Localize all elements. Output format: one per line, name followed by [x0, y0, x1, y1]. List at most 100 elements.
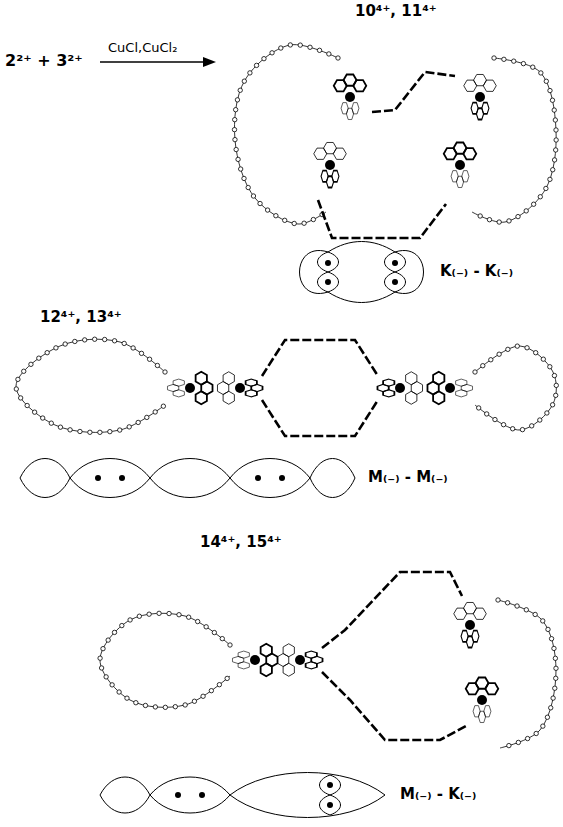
oxygen-atom — [125, 696, 129, 700]
topology-schematic — [20, 459, 355, 498]
oxygen-atom — [553, 118, 557, 122]
aromatic-ring — [352, 103, 359, 114]
aromatic-ring — [483, 80, 496, 91]
oxygen-atom — [134, 701, 138, 705]
oxygen-atom — [274, 213, 278, 217]
copper-atom — [325, 160, 335, 170]
oxygen-atom — [487, 217, 491, 221]
oxygen-atom — [533, 612, 537, 616]
oxygen-atom — [550, 98, 554, 102]
oxygen-atom — [92, 337, 96, 341]
aromatic-ring — [463, 148, 476, 159]
topology-loop — [150, 459, 230, 498]
oxygen-atom — [507, 743, 511, 747]
polyether-chain — [498, 600, 556, 748]
oxygen-atom — [538, 418, 542, 422]
oxygen-atom — [209, 688, 213, 692]
oxygen-atom — [45, 350, 49, 354]
aromatic-ring — [333, 148, 346, 159]
compound-number: 12⁴⁺, 13⁴⁺ — [40, 308, 122, 326]
compound-number: 14⁴⁺, 15⁴⁺ — [200, 533, 282, 551]
aromatic-ring — [456, 379, 467, 386]
oxygen-atom — [242, 79, 246, 83]
oxygen-atom — [131, 346, 135, 350]
oxygen-atom — [336, 56, 340, 60]
oxygen-atom — [41, 416, 45, 420]
aromatic-ring — [464, 80, 477, 91]
oxygen-atom — [502, 57, 506, 61]
aromatic-ring — [482, 103, 489, 114]
oxygen-atom — [521, 61, 525, 65]
phenanthroline-ligand — [427, 372, 444, 405]
oxygen-atom — [238, 88, 242, 92]
copper-atom — [475, 92, 485, 102]
topology-loop — [310, 459, 355, 498]
oxygen-atom — [49, 421, 53, 425]
topology-loop — [150, 777, 230, 813]
aromatic-ring — [383, 390, 394, 397]
copper-atom — [395, 383, 405, 393]
diyne-linker — [372, 72, 455, 112]
oxygen-atom — [14, 387, 18, 391]
oxygen-atom — [145, 415, 149, 419]
oxygen-atom — [531, 202, 535, 206]
oxygen-atom — [29, 362, 33, 366]
aromatic-ring — [466, 683, 479, 694]
topology-loop — [230, 773, 385, 818]
oxygen-atom — [497, 220, 501, 224]
oxygen-atom — [506, 347, 510, 351]
topology-metal — [327, 782, 333, 788]
oxygen-atom — [551, 168, 555, 172]
oxygen-atom — [117, 690, 121, 694]
aromatic-ring — [461, 631, 468, 642]
oxygen-atom — [25, 403, 29, 407]
oxygen-atom — [525, 346, 529, 350]
oxygen-atom — [110, 683, 114, 687]
aromatic-ring — [484, 706, 491, 717]
oxygen-atom — [553, 656, 557, 660]
oxygen-atom — [122, 341, 126, 345]
aromatic-ring — [406, 391, 417, 404]
oxygen-atom — [58, 425, 62, 429]
oxygen-atom — [63, 342, 67, 346]
phenanthroline-ligand — [232, 651, 249, 669]
copper-atom — [295, 655, 305, 665]
phenanthroline-ligand — [341, 103, 359, 120]
topology-label: K₍₋₎ - K₍₋₎ — [440, 262, 513, 280]
diyne-linker — [322, 572, 462, 648]
oxygen-atom — [157, 611, 161, 615]
reactants: 2²⁺ + 3²⁺ — [5, 51, 83, 70]
aromatic-ring — [246, 379, 257, 386]
oxygen-atom — [217, 682, 221, 686]
oxygen-atom — [204, 625, 208, 629]
compound-number: 10⁴⁺, 11⁴⁺ — [355, 2, 437, 20]
oxygen-atom — [553, 148, 557, 152]
aromatic-ring — [462, 171, 469, 182]
oxygen-atom — [258, 201, 262, 205]
aromatic-ring — [471, 103, 478, 114]
oxygen-atom — [88, 430, 92, 434]
oxygen-atom — [16, 377, 20, 381]
aromatic-ring — [444, 148, 457, 159]
oxygen-atom — [545, 715, 549, 719]
topology-loop — [230, 459, 310, 498]
phenanthroline-ligand — [454, 602, 487, 619]
aromatic-ring — [485, 683, 498, 694]
oxygen-atom — [546, 627, 550, 631]
aromatic-ring — [383, 379, 394, 386]
oxygen-atom — [78, 429, 82, 433]
oxygen-atom — [262, 56, 266, 60]
topology-metal — [392, 279, 398, 285]
oxygen-atom — [236, 157, 240, 161]
phenanthroline-ligand — [277, 644, 294, 677]
oxygen-atom — [233, 108, 237, 112]
oxygen-atom — [552, 646, 556, 650]
oxygen-atom — [153, 705, 157, 709]
oxygen-atom — [548, 177, 552, 181]
oxygen-atom — [493, 417, 497, 421]
aromatic-ring — [283, 663, 294, 676]
topology-strand — [395, 250, 424, 293]
oxygen-atom — [242, 176, 246, 180]
aromatic-ring — [472, 631, 479, 642]
aromatic-ring — [433, 391, 444, 404]
